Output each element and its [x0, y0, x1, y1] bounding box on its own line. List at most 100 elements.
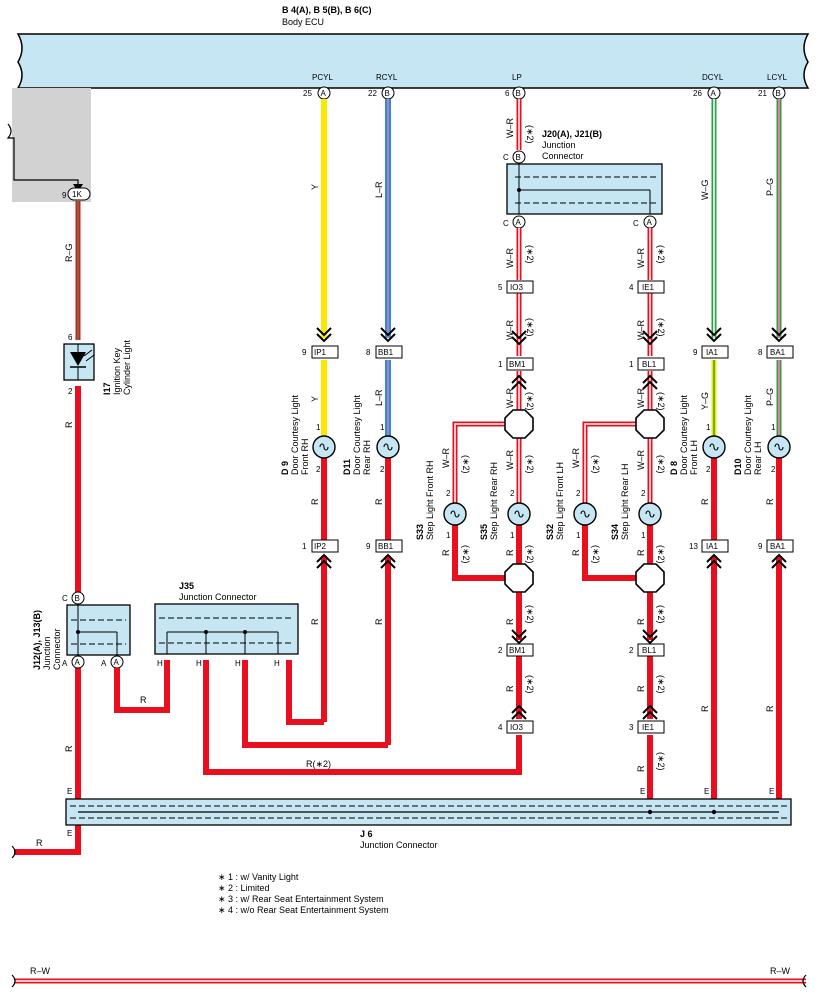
- conn-io3: [506, 280, 534, 294]
- svg-text:W–R: W–R: [441, 448, 451, 469]
- footnote-2: ∗ 2 : Limited: [218, 883, 270, 893]
- svg-text:(∗2): (∗2): [656, 752, 666, 771]
- svg-text:S33: S33: [415, 524, 425, 540]
- svg-text:B: B: [516, 153, 521, 162]
- svg-text:D 9: D 9: [280, 461, 290, 475]
- svg-text:PCYL: PCYL: [312, 73, 333, 82]
- svg-text:R: R: [505, 685, 515, 692]
- svg-text:J35: J35: [179, 581, 194, 591]
- svg-text:26: 26: [693, 89, 702, 98]
- svg-text:R–G: R–G: [64, 243, 74, 262]
- conn-bm1-lower: [506, 643, 534, 657]
- bulb-s33: [443, 502, 467, 526]
- svg-text:2: 2: [68, 387, 73, 396]
- svg-text:H: H: [157, 659, 163, 668]
- svg-text:9: 9: [302, 348, 307, 357]
- svg-text:1: 1: [380, 423, 385, 432]
- wire-step-lh: [582, 228, 653, 812]
- svg-text:4: 4: [629, 283, 634, 292]
- svg-text:W–G: W–G: [700, 179, 710, 200]
- svg-text:1: 1: [576, 531, 581, 540]
- splice-lh-top: [635, 409, 665, 439]
- svg-text:A: A: [114, 658, 120, 667]
- conn-ba1: [766, 345, 794, 359]
- ecu-connector-title: B 4(A), B 5(B), B 6(C): [282, 5, 372, 15]
- svg-text:W–R: W–R: [505, 320, 515, 341]
- svg-text:6: 6: [68, 333, 73, 342]
- svg-text:3: 3: [629, 723, 634, 732]
- svg-text:IA1: IA1: [706, 348, 719, 357]
- svg-text:(∗2): (∗2): [591, 545, 601, 564]
- svg-text:A: A: [647, 218, 653, 227]
- svg-text:R: R: [505, 618, 515, 625]
- svg-text:E: E: [640, 787, 645, 796]
- svg-text:BA1: BA1: [770, 348, 786, 357]
- svg-text:P–G: P–G: [765, 388, 775, 406]
- svg-text:(∗2): (∗2): [656, 318, 666, 337]
- connector-1k: 9 1K: [62, 187, 91, 201]
- svg-text:H: H: [196, 659, 202, 668]
- ignition-key-cylinder-light: [63, 343, 95, 381]
- svg-text:R: R: [310, 498, 320, 505]
- svg-text:Cylinder Light: Cylinder Light: [122, 339, 132, 395]
- svg-text:Step Light Front RH: Step Light Front RH: [425, 460, 435, 540]
- svg-text:IO3: IO3: [510, 283, 523, 292]
- footnote-4: ∗ 4 : w/o Rear Seat Entertainment System: [218, 905, 389, 915]
- conn-bl1: [637, 357, 665, 371]
- svg-text:9: 9: [693, 348, 698, 357]
- wire-rw-bottom: [11, 974, 807, 988]
- svg-text:W–R: W–R: [636, 450, 646, 471]
- svg-text:W–R: W–R: [505, 118, 515, 139]
- svg-text:D10: D10: [733, 458, 743, 475]
- conn-bb1-lower: [375, 539, 403, 553]
- svg-text:Door Courtesy Light: Door Courtesy Light: [352, 394, 362, 475]
- svg-text:(∗2): (∗2): [656, 605, 666, 624]
- pin-dcyl: DCYL 26 A: [693, 73, 724, 100]
- bulb-d10: [767, 435, 791, 459]
- svg-text:I17: I17: [102, 382, 112, 395]
- svg-text:J12(A), J13(B): J12(A), J13(B): [32, 610, 42, 670]
- svg-text:Connector: Connector: [52, 628, 62, 670]
- conn-ip2: [311, 539, 339, 553]
- svg-text:W–R: W–R: [636, 248, 646, 269]
- svg-text:6: 6: [505, 89, 510, 98]
- svg-text:B: B: [75, 594, 80, 603]
- svg-text:(∗2): (∗2): [656, 245, 666, 264]
- svg-text:(∗2): (∗2): [525, 675, 535, 694]
- svg-text:(∗2): (∗2): [656, 675, 666, 694]
- svg-text:(∗2): (∗2): [525, 245, 535, 264]
- svg-text:BL1: BL1: [642, 646, 657, 655]
- conn-io3-lower: [506, 720, 534, 734]
- wire-step-rh: [452, 228, 522, 719]
- svg-text:2: 2: [641, 489, 646, 498]
- svg-text:LCYL: LCYL: [767, 73, 788, 82]
- svg-text:8: 8: [758, 348, 763, 357]
- svg-text:9: 9: [62, 191, 67, 200]
- svg-text:(∗2): (∗2): [656, 455, 666, 474]
- svg-text:IP2: IP2: [314, 542, 327, 551]
- splice-rh-top: [504, 409, 534, 439]
- svg-text:1: 1: [498, 360, 503, 369]
- pin-lcyl: LCYL 21 B: [758, 73, 788, 100]
- svg-text:Step Light Rear RH: Step Light Rear RH: [489, 462, 499, 540]
- label-d11: D11 Door Courtesy Light Rear RH: [342, 394, 372, 475]
- label-d8: D 8 Door Courtesy Light Front LH: [669, 394, 699, 475]
- label-s33: S33 Step Light Front RH: [415, 460, 435, 540]
- svg-text:DCYL: DCYL: [702, 73, 724, 82]
- wire-pcyl: [286, 99, 327, 725]
- svg-text:2: 2: [576, 489, 581, 498]
- wire-label-y: Y: [310, 184, 320, 190]
- label-i17: I17 Ignition Key Cylinder Light: [102, 339, 132, 395]
- svg-text:L–R: L–R: [374, 389, 384, 406]
- svg-text:1: 1: [302, 542, 307, 551]
- svg-text:(∗2): (∗2): [591, 455, 601, 474]
- svg-text:S32: S32: [545, 524, 555, 540]
- svg-text:Rear RH: Rear RH: [362, 440, 372, 475]
- svg-text:A: A: [101, 659, 107, 668]
- svg-text:R: R: [374, 618, 384, 625]
- svg-text:J20(A), J21(B): J20(A), J21(B): [542, 129, 602, 139]
- junction-j12: J12(A), J13(B) Junction Connector C B A …: [32, 591, 131, 670]
- pin-pcyl: PCYL 25 A: [303, 73, 333, 100]
- label-d9: D 9 Door Courtesy Light Front RH: [280, 394, 310, 475]
- svg-text:S35: S35: [479, 524, 489, 540]
